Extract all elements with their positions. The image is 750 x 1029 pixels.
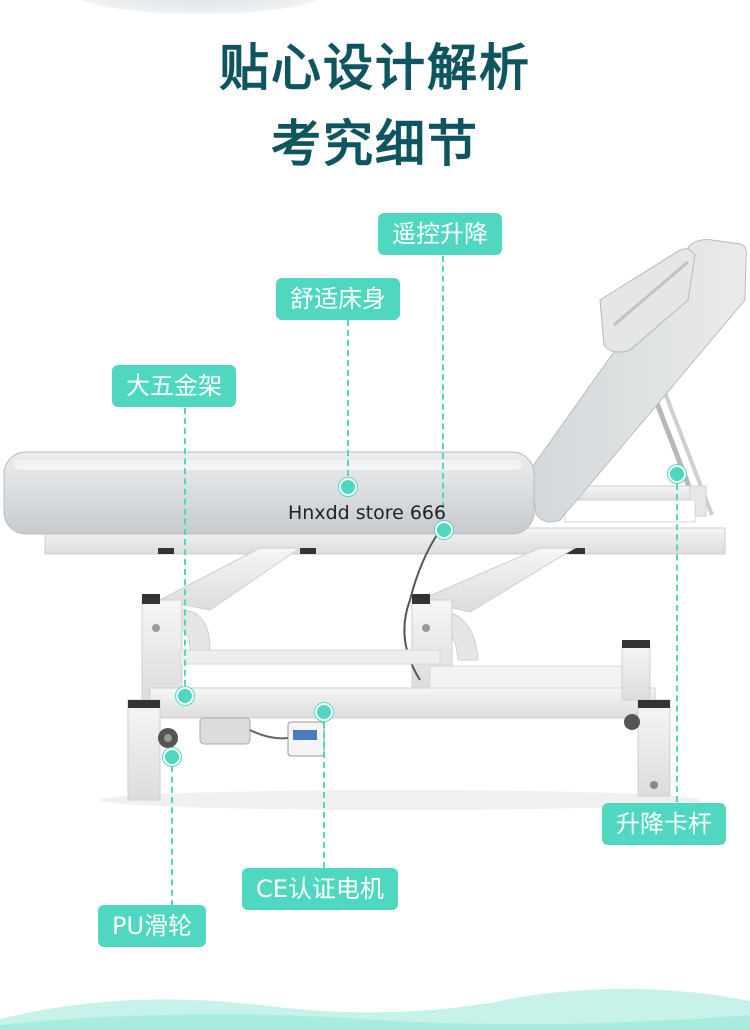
leader-line-motor bbox=[323, 712, 325, 868]
leader-line-comfort-body bbox=[347, 320, 349, 486]
marker-remote-lift bbox=[435, 521, 453, 539]
leader-line-frame bbox=[184, 408, 186, 696]
store-watermark: Hnxdd store 666 bbox=[288, 502, 447, 524]
label-lift-bar: 升降卡杆 bbox=[602, 803, 726, 845]
marker-comfort-body bbox=[339, 478, 357, 496]
label-comfort-body: 舒适床身 bbox=[276, 278, 400, 320]
leader-line-wheel bbox=[171, 756, 173, 906]
page-title: 贴心设计解析 bbox=[219, 39, 531, 97]
leader-line-remote-lift bbox=[442, 256, 444, 528]
label-motor: CE认证电机 bbox=[242, 868, 398, 910]
label-remote-lift: 遥控升降 bbox=[378, 213, 502, 255]
marker-lift-bar bbox=[668, 465, 686, 483]
marker-frame bbox=[176, 687, 194, 705]
label-frame: 大五金架 bbox=[112, 365, 236, 407]
top-decoration bbox=[70, 0, 330, 14]
marker-motor bbox=[315, 703, 333, 721]
leader-line-lift-bar bbox=[676, 474, 678, 802]
bottom-wave-decoration bbox=[0, 988, 750, 1029]
page-subtitle: 考究细节 bbox=[271, 115, 479, 173]
marker-wheel bbox=[163, 748, 181, 766]
label-wheel: PU滑轮 bbox=[98, 905, 207, 947]
